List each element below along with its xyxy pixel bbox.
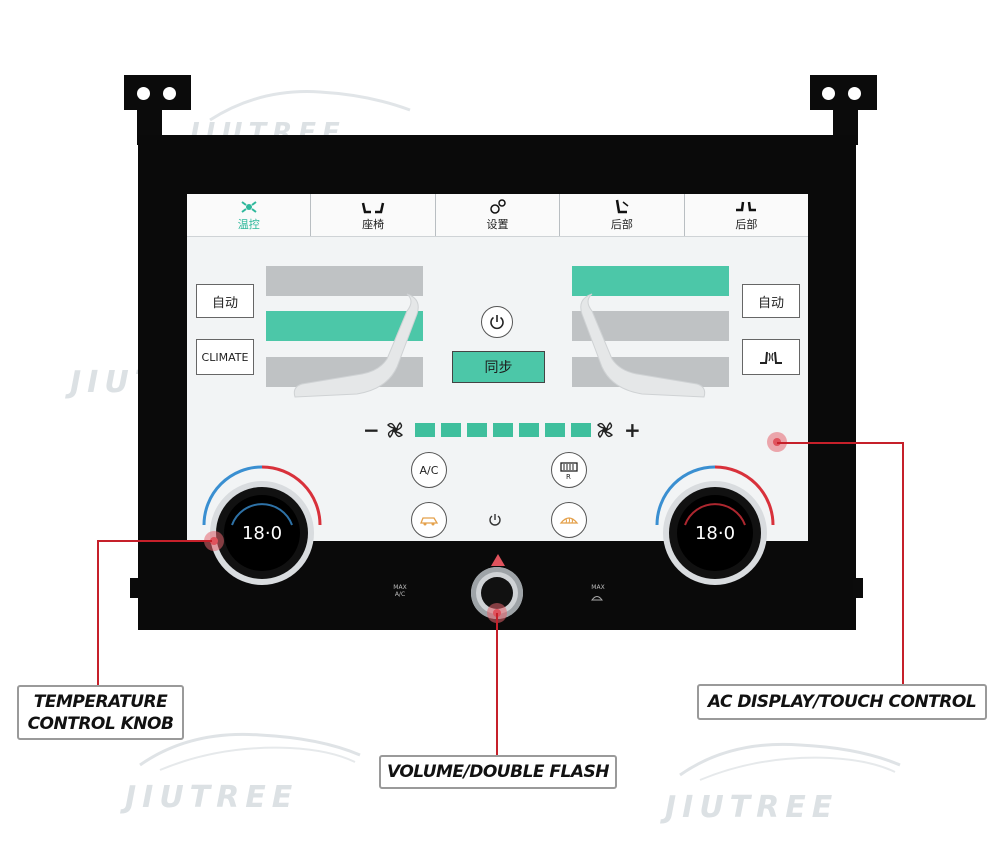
tab-seats[interactable]: 座椅	[311, 194, 436, 236]
callout-line	[97, 540, 99, 686]
recirculation-button[interactable]	[411, 502, 447, 538]
fan-minus-button[interactable]: −	[363, 418, 380, 442]
knob-ring-left	[202, 465, 322, 585]
seat-right-icon	[580, 293, 706, 398]
watermark-text: JIUTREE	[125, 780, 299, 815]
fan-level-segment[interactable]	[519, 423, 539, 437]
fan-climate-icon	[241, 201, 257, 213]
temperature-knob-left[interactable]: 18·0	[192, 455, 332, 595]
rear-seats-icon	[736, 201, 757, 212]
temperature-knob-right[interactable]: 18·0	[645, 455, 785, 595]
defrost-small-icon	[591, 596, 603, 601]
fan-level-segment[interactable]	[467, 423, 487, 437]
callout-dot-knob	[204, 531, 224, 551]
watermark-car-logo	[139, 732, 361, 771]
sync-button[interactable]: 同步	[452, 351, 545, 383]
fan-low-icon	[387, 422, 403, 438]
fan-plus-button[interactable]: +	[624, 418, 641, 442]
left-temperature-readout: 18·0	[241, 523, 283, 544]
watermark-car-logo	[209, 90, 411, 122]
climate-button[interactable]: CLIMATE	[196, 339, 254, 375]
fan-level-segment[interactable]	[571, 423, 591, 437]
tab-label: 温控	[237, 218, 260, 231]
fan-level-segment[interactable]	[545, 423, 565, 437]
mount-hole	[822, 87, 835, 100]
mount-hole	[137, 87, 150, 100]
callout-line	[496, 613, 498, 756]
seat-heat-icon	[760, 351, 782, 364]
rear-defrost-icon: R	[560, 462, 578, 480]
knob-ring-right	[655, 465, 775, 585]
tab-label: 后部	[610, 218, 633, 231]
tab-rear[interactable]: 后部	[560, 194, 685, 236]
tab-label: 后部	[735, 218, 758, 231]
rear-defrost-button[interactable]: R	[551, 452, 587, 488]
fan-level-segment[interactable]	[493, 423, 513, 437]
power-icon	[490, 315, 504, 330]
power-indicator-icon	[489, 514, 501, 526]
right-temperature-readout: 18·0	[694, 523, 736, 544]
tab-label: 设置	[486, 218, 509, 231]
callout-line	[902, 442, 904, 686]
mount-hole	[848, 87, 861, 100]
ac-button[interactable]: A/C	[411, 452, 447, 488]
max-ac-label[interactable]: MAX A/C	[393, 584, 407, 598]
watermark-car-logo	[679, 742, 901, 781]
callout-volume: VOLUME/DOUBLE FLASH	[379, 755, 617, 789]
mount-hole	[163, 87, 176, 100]
hazard-icon[interactable]	[490, 553, 506, 567]
settings-icon	[489, 199, 506, 214]
tab-climate[interactable]: 温控	[187, 194, 312, 236]
seats-icon	[361, 202, 385, 214]
rear-defrost-label: R	[566, 473, 571, 480]
fan-level-segment[interactable]	[415, 423, 435, 437]
auto-button-right[interactable]: 自动	[742, 284, 800, 318]
airflow-upper-left[interactable]	[266, 266, 423, 296]
power-button[interactable]	[481, 306, 513, 338]
callout-line	[777, 442, 904, 444]
max-defrost-label[interactable]: MAX	[591, 584, 605, 591]
side-tab-right	[853, 578, 863, 598]
fan-level-segment[interactable]	[441, 423, 461, 437]
callout-line	[97, 540, 212, 542]
tab-bar: 温控 座椅 设置 后部 后部	[187, 194, 808, 237]
side-tab-left	[130, 578, 140, 598]
airflow-upper-right[interactable]	[572, 266, 729, 296]
car-recirculation-icon	[420, 517, 439, 526]
callout-temperature-knob: TEMPERATURE CONTROL KNOB	[17, 685, 184, 740]
seat-heat-button[interactable]	[742, 339, 800, 375]
front-defrost-icon	[559, 517, 579, 524]
rear-seat-icon	[615, 199, 629, 214]
tab-rear-2[interactable]: 后部	[685, 194, 808, 236]
front-defrost-button[interactable]	[551, 502, 587, 538]
fan-high-icon	[597, 422, 613, 438]
watermark-text: JIUTREE	[665, 790, 839, 825]
seat-left-icon	[293, 293, 419, 398]
tab-label: 座椅	[362, 218, 385, 231]
auto-button-left[interactable]: 自动	[196, 284, 254, 318]
tab-settings[interactable]: 设置	[436, 194, 561, 236]
callout-ac-display: AC DISPLAY/TOUCH CONTROL	[697, 684, 987, 720]
